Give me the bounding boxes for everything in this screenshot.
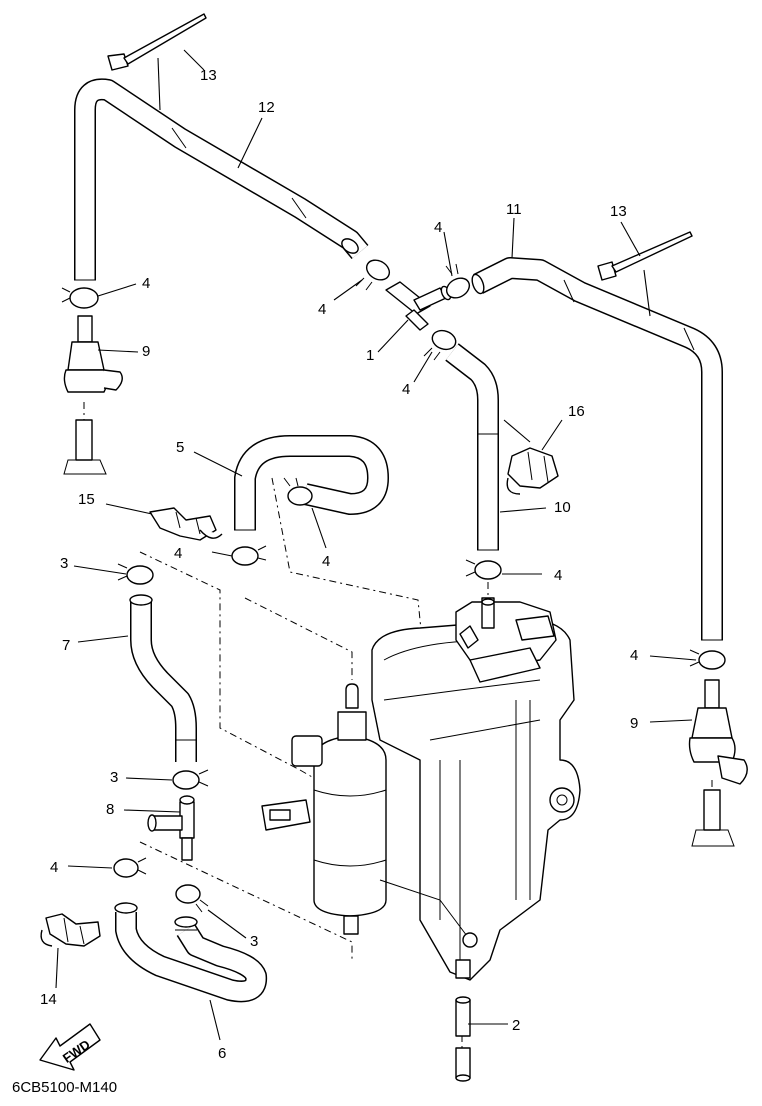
holder-14 xyxy=(40,913,101,947)
leader-lines xyxy=(55,49,697,1041)
callout-4-i: 4 xyxy=(50,859,58,876)
hose-11 xyxy=(471,257,723,641)
callout-6: 6 xyxy=(218,1045,226,1062)
callout-4-g: 4 xyxy=(554,567,562,584)
clamp-4-i xyxy=(113,857,147,878)
tie-13-right xyxy=(597,231,693,281)
clamp-3-a xyxy=(117,563,154,585)
hose-10 xyxy=(445,343,499,551)
tie-13-left xyxy=(107,13,207,71)
callout-15: 15 xyxy=(78,491,95,508)
filter-9-right xyxy=(688,679,748,847)
callout-10: 10 xyxy=(554,499,571,516)
hose-2 xyxy=(455,996,471,1082)
clamp-4-d xyxy=(423,329,457,361)
joint-1 xyxy=(385,281,452,331)
callout-16: 16 xyxy=(568,403,585,420)
callout-4-f: 4 xyxy=(322,553,330,570)
callout-4-d: 4 xyxy=(402,381,410,398)
callout-4-c: 4 xyxy=(434,219,442,236)
holder-15 xyxy=(149,507,223,541)
clamp-4-c xyxy=(445,263,471,299)
holder-16 xyxy=(506,447,559,495)
hose-5 xyxy=(234,435,389,531)
joint-8 xyxy=(147,795,195,861)
callout-7: 7 xyxy=(62,637,70,654)
callout-3-a: 3 xyxy=(60,555,68,572)
callout-4-h: 4 xyxy=(630,647,638,664)
clamp-4-a xyxy=(61,287,99,309)
callout-2: 2 xyxy=(512,1017,520,1034)
callout-12: 12 xyxy=(258,99,275,116)
clamp-4-g xyxy=(465,559,502,580)
callout-8: 8 xyxy=(106,801,114,818)
callout-13-left: 13 xyxy=(200,67,217,84)
clamp-4-b xyxy=(355,259,391,291)
fuel-filter-assembly xyxy=(261,597,581,981)
callout-1: 1 xyxy=(366,347,374,364)
callout-14: 14 xyxy=(40,991,57,1008)
callout-9-right: 9 xyxy=(630,715,638,732)
clamp-3-c xyxy=(175,884,209,913)
clamp-4-e xyxy=(283,477,313,506)
fwd-direction-arrow: FWD xyxy=(39,1023,101,1071)
callout-5: 5 xyxy=(176,439,184,456)
hose-6 xyxy=(114,902,268,1003)
callout-3-c: 3 xyxy=(250,933,258,950)
clamp-4-f xyxy=(231,545,267,566)
callout-4-a: 4 xyxy=(142,275,150,292)
clamp-4-h xyxy=(689,649,726,670)
callout-labels: 13 12 4 9 4 4 11 13 1 4 16 5 15 10 4 4 3… xyxy=(40,67,638,1062)
drawing-code: 6CB5100-M140 xyxy=(12,1079,117,1096)
callout-3-b: 3 xyxy=(110,769,118,786)
callout-11: 11 xyxy=(506,201,522,218)
callout-13-right: 13 xyxy=(610,203,627,220)
hose-7 xyxy=(129,594,197,762)
filter-9-left xyxy=(63,315,123,475)
callout-9-left: 9 xyxy=(142,343,150,360)
callout-4-b: 4 xyxy=(318,301,326,318)
clamp-3-b xyxy=(172,769,209,790)
callout-4-e: 4 xyxy=(174,545,182,562)
hose-12 xyxy=(74,78,369,281)
